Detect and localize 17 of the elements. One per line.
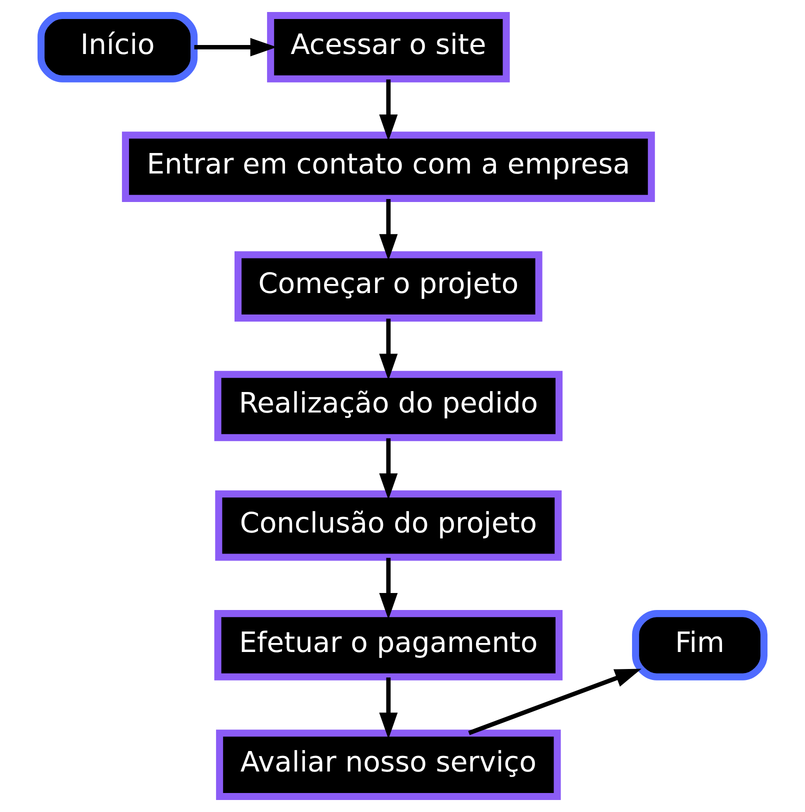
node-box: Conclusão do projeto <box>215 490 562 561</box>
arrow <box>194 38 277 56</box>
node-box: Início <box>38 12 198 82</box>
node-box: Começar o projeto <box>234 251 542 322</box>
node-box: Fim <box>632 610 768 680</box>
node-box: Realização do pedido <box>214 370 563 442</box>
arrow <box>379 79 398 141</box>
arrow <box>379 199 398 261</box>
node-box: Efetuar o pagamento <box>214 610 563 680</box>
node-box: Acessar o site <box>267 12 510 82</box>
arrow <box>379 677 398 740</box>
arrow <box>379 438 398 500</box>
arrow <box>379 558 398 620</box>
node-box: Entrar em contato com a empresa <box>122 132 655 202</box>
node-box: Avaliar nosso serviço <box>216 730 561 800</box>
arrow <box>379 318 398 380</box>
arrow <box>468 668 642 736</box>
